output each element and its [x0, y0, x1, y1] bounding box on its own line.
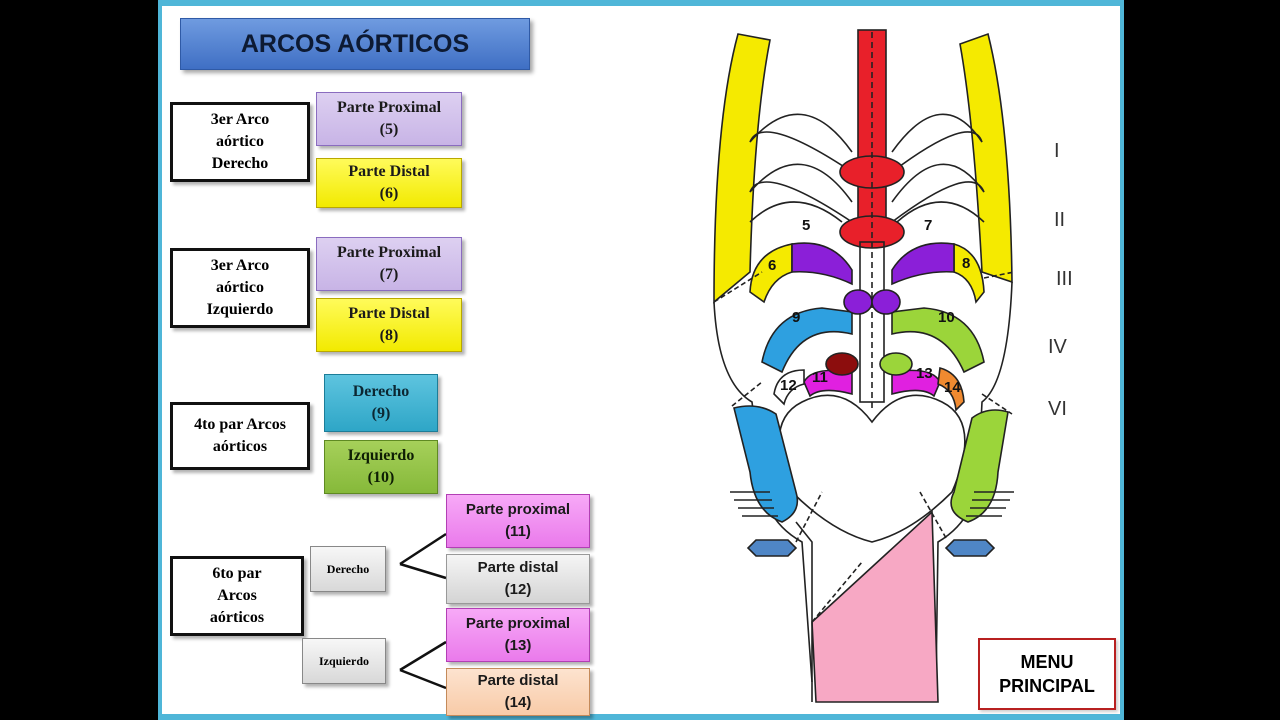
roman-numeral-III: III [1056, 268, 1073, 290]
page-title: ARCOS AÓRTICOS [180, 18, 530, 70]
item-derecho-9: Derecho (9) [324, 374, 438, 432]
arch-number-14: 14 [944, 379, 961, 396]
item-parte-distal-8: Parte Distal (8) [316, 298, 462, 352]
item-parte-distal-14: Parte distal (14) [446, 668, 590, 716]
item-parte-proximal-7: Parte Proximal (7) [316, 237, 462, 291]
roman-numeral-II: II [1054, 209, 1066, 231]
side-derecho: Derecho [310, 546, 386, 592]
group-6to-par-arcos: 6to par Arcos aórticos [170, 556, 304, 636]
arch-number-8: 8 [962, 255, 970, 272]
arch-number-12: 12 [780, 377, 797, 394]
arch-number-11: 11 [812, 369, 828, 386]
roman-numeral-IV: IV [1048, 336, 1067, 358]
arch-number-10: 10 [938, 309, 955, 326]
item-parte-proximal-13: Parte proximal (13) [446, 608, 590, 662]
slide: ARCOS AÓRTICOS 3er Arco aórtico Derecho … [158, 0, 1124, 720]
roman-numeral-VI: VI [1048, 398, 1067, 420]
arch-number-7: 7 [924, 217, 932, 234]
item-parte-distal-6: Parte Distal (6) [316, 158, 462, 208]
aortic-arches-diagram: 5 6 7 8 9 10 11 12 13 14 [713, 29, 1015, 703]
item-parte-distal-12: Parte distal (12) [446, 554, 590, 604]
item-parte-proximal-5: Parte Proximal (5) [316, 92, 462, 146]
roman-numeral-I: I [1054, 140, 1060, 162]
connector-lines [399, 532, 447, 690]
arch-number-13: 13 [916, 365, 933, 382]
arch-number-5: 5 [802, 217, 810, 234]
group-4to-par-arcos: 4to par Arcos aórticos [170, 402, 310, 470]
arch-number-9: 9 [792, 309, 800, 326]
group-3er-arco-derecho: 3er Arco aórtico Derecho [170, 102, 310, 182]
item-izquierdo-10: Izquierdo (10) [324, 440, 438, 494]
group-3er-arco-izquierdo: 3er Arco aórtico Izquierdo [170, 248, 310, 328]
menu-principal-button[interactable]: MENU PRINCIPAL [978, 638, 1116, 710]
side-izquierdo: Izquierdo [302, 638, 386, 684]
arch-number-6: 6 [768, 257, 776, 274]
item-parte-proximal-11: Parte proximal (11) [446, 494, 590, 548]
